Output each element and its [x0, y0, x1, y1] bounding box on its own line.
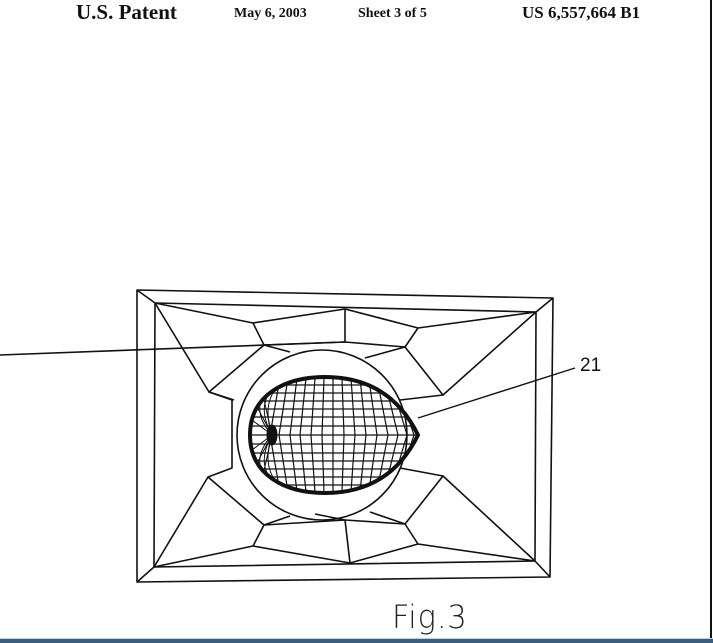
patent-number: US 6,557,664 B1: [522, 3, 641, 22]
reference-numeral-21: 21: [580, 355, 602, 376]
patent-header: U.S. Patent May 6, 2003 Sheet 3 of 5 US …: [0, 0, 713, 30]
viewer-bottom-border: [0, 638, 713, 643]
page-edge-rule: [710, 0, 712, 638]
patent-date: May 6, 2003: [234, 6, 307, 21]
leader-line-21: [417, 367, 576, 419]
sheet-number: Sheet 3 of 5: [358, 6, 427, 21]
patent-title: U.S. Patent: [76, 0, 177, 24]
figure-caption: Fig.3: [392, 598, 468, 636]
ellipsoid-outline: [247, 374, 421, 496]
